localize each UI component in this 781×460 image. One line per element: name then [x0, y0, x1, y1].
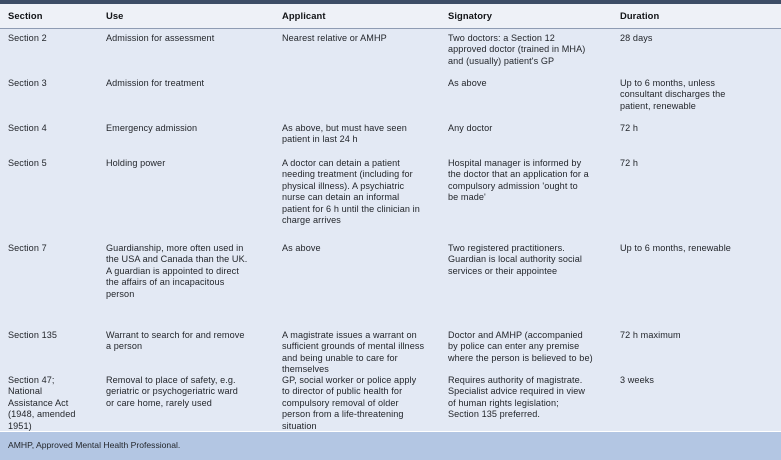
cell-section: Section 135: [8, 330, 58, 340]
cell-duration: 72 h: [620, 123, 639, 133]
cell-use: Admission for treatment: [106, 78, 205, 88]
cell-applicant: A doctor can detain a patient needing tr…: [282, 158, 420, 226]
cell-duration: 72 h: [620, 158, 639, 168]
cell-section: Section 5: [8, 158, 47, 168]
cell-applicant: GP, social worker or police apply to dir…: [282, 375, 417, 431]
cell-signatory: Hospital manager is informed by the doct…: [448, 158, 589, 203]
cell-duration: Up to 6 months, unless consultant discha…: [620, 78, 726, 111]
cell-section: Section 2: [8, 33, 47, 43]
cell-duration: 72 h maximum: [620, 330, 681, 340]
footnote-text: AMHP, Approved Mental Health Professiona…: [8, 440, 181, 450]
cell-signatory: Any doctor: [448, 123, 493, 133]
cell-applicant: As above, but must have seen patient in …: [282, 123, 407, 145]
cell-section: Section 4: [8, 123, 47, 133]
table-top-rule: [0, 0, 781, 4]
footnote-band: AMHP, Approved Mental Health Professiona…: [0, 432, 781, 460]
cell-applicant: As above: [282, 243, 321, 253]
column-header-signatory: Signatory: [448, 10, 493, 21]
cell-use: Admission for assessment: [106, 33, 215, 43]
cell-applicant: Nearest relative or AMHP: [282, 33, 387, 43]
cell-section: Section 3: [8, 78, 47, 88]
cell-duration: Up to 6 months, renewable: [620, 243, 731, 253]
cell-signatory: Two doctors: a Section 12 approved docto…: [448, 33, 586, 66]
column-header-section: Section: [8, 10, 43, 21]
header-divider: [0, 28, 781, 29]
cell-duration: 3 weeks: [620, 375, 654, 385]
cell-use: Removal to place of safety, e.g. geriatr…: [106, 375, 238, 408]
cell-section: Section 47; National Assistance Act (194…: [8, 375, 76, 431]
cell-use: Holding power: [106, 158, 166, 168]
table-body: Section 2 Admission for assessment Neare…: [0, 29, 781, 460]
footnote-divider: [0, 431, 781, 432]
cell-section: Section 7: [8, 243, 47, 253]
column-header-duration: Duration: [620, 10, 660, 21]
cell-use: Emergency admission: [106, 123, 198, 133]
cell-use: Guardianship, more often used in the USA…: [106, 243, 248, 299]
column-header-use: Use: [106, 10, 124, 21]
cell-use: Warrant to search for and remove a perso…: [106, 330, 245, 352]
cell-signatory: Doctor and AMHP (accompanied by police c…: [448, 330, 593, 363]
table-header-row: Section Use Applicant Signatory Duration: [0, 4, 781, 28]
cell-duration: 28 days: [620, 33, 653, 43]
cell-signatory: As above: [448, 78, 487, 88]
cell-applicant: A magistrate issues a warrant on suffici…: [282, 330, 425, 375]
cell-signatory: Two registered practitioners. Guardian i…: [448, 243, 583, 276]
cell-signatory: Requires authority of magistrate. Specia…: [448, 375, 586, 420]
column-header-applicant: Applicant: [282, 10, 326, 21]
